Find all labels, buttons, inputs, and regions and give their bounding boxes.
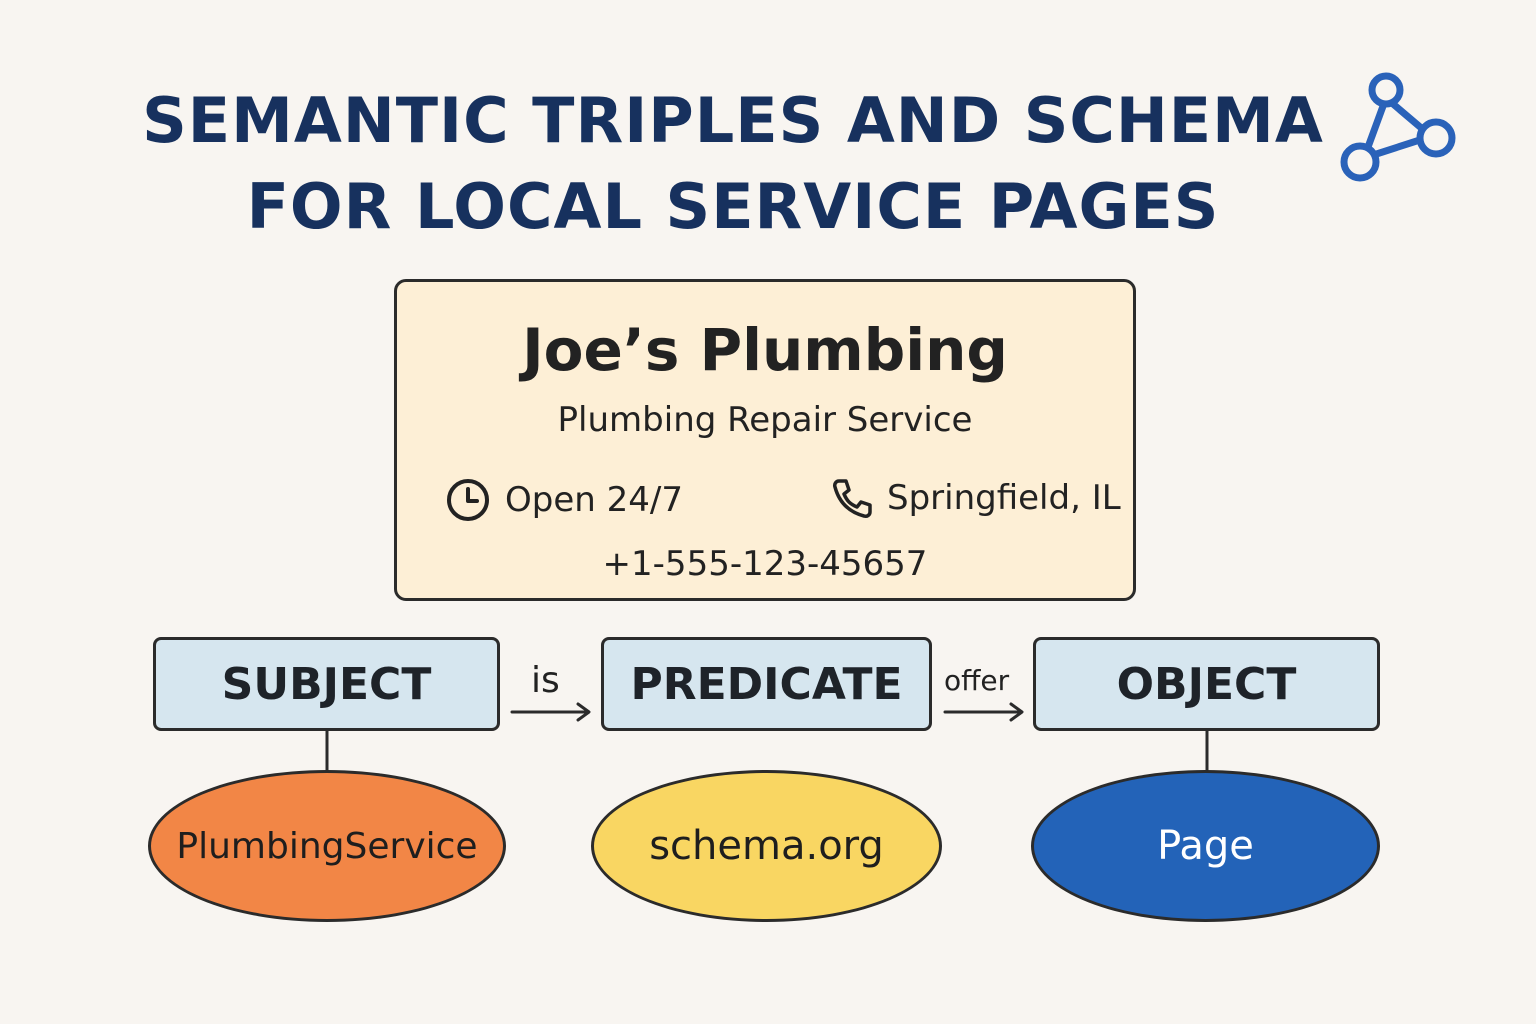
object-box: OBJECT	[1033, 637, 1380, 731]
relation-offer-label: offer	[944, 664, 1010, 697]
graph-network-icon	[1340, 72, 1456, 182]
hours-text: Open 24/7	[505, 480, 683, 520]
object-node: Page	[1031, 770, 1380, 922]
clock-icon	[447, 479, 489, 521]
phone-icon	[833, 479, 872, 518]
title-line-2: FOR LOCAL SERVICE PAGES	[246, 170, 1220, 243]
page-title: SEMANTIC TRIPLES AND SCHEMA FOR LOCAL SE…	[0, 78, 1466, 250]
hours-row: Open 24/7	[445, 477, 683, 523]
location-text: Springfield, IL	[887, 478, 1121, 518]
business-card: Joe’s Plumbing Plumbing Repair Service O…	[394, 279, 1136, 601]
arrow-offer-head	[1009, 702, 1024, 722]
predicate-box: PREDICATE	[601, 637, 932, 731]
phone-number: +1-555-123-45657	[602, 544, 928, 584]
business-name: Joe’s Plumbing	[522, 316, 1008, 384]
subject-node: PlumbingService	[148, 770, 506, 922]
arrow-is-head	[576, 702, 591, 722]
business-type: Plumbing Repair Service	[557, 400, 973, 440]
predicate-node: schema.org	[591, 770, 942, 922]
location-row: Springfield, IL	[831, 477, 1121, 519]
subject-box: SUBJECT	[153, 637, 500, 731]
title-line-1: SEMANTIC TRIPLES AND SCHEMA	[142, 84, 1324, 157]
relation-is-label: is	[531, 660, 560, 701]
